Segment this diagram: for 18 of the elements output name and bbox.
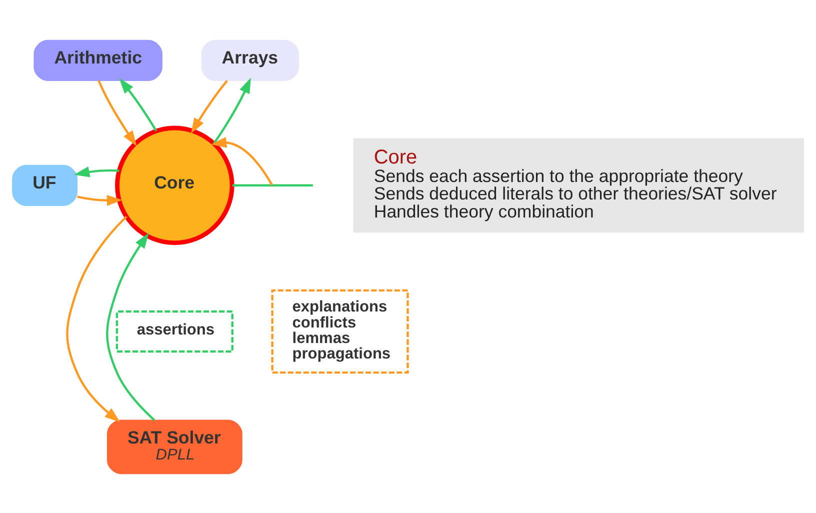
arrow — [213, 77, 251, 144]
arrow — [66, 215, 128, 422]
node-box: Core Sends each assertion to the appropriate theory Sends deduced literals to other theories/SAT solver Handles theory combination — [353, 138, 804, 232]
arrow — [77, 194, 122, 206]
arrow — [190, 80, 228, 134]
arrow — [74, 166, 120, 177]
node-box: Arithmetic — [34, 39, 162, 80]
node-box: UF — [12, 164, 78, 206]
node-box: assertions — [116, 310, 234, 352]
node-box: explanations conflicts lemmas propagations — [271, 288, 409, 374]
connector — [232, 184, 313, 186]
arrow — [106, 232, 156, 420]
arrow — [119, 78, 158, 131]
node-circle: Core — [115, 125, 234, 245]
node-box: SAT Solver DPLL — [106, 419, 242, 474]
arrow — [210, 136, 274, 186]
arrow — [98, 80, 137, 146]
node-box: Arrays — [201, 39, 299, 80]
